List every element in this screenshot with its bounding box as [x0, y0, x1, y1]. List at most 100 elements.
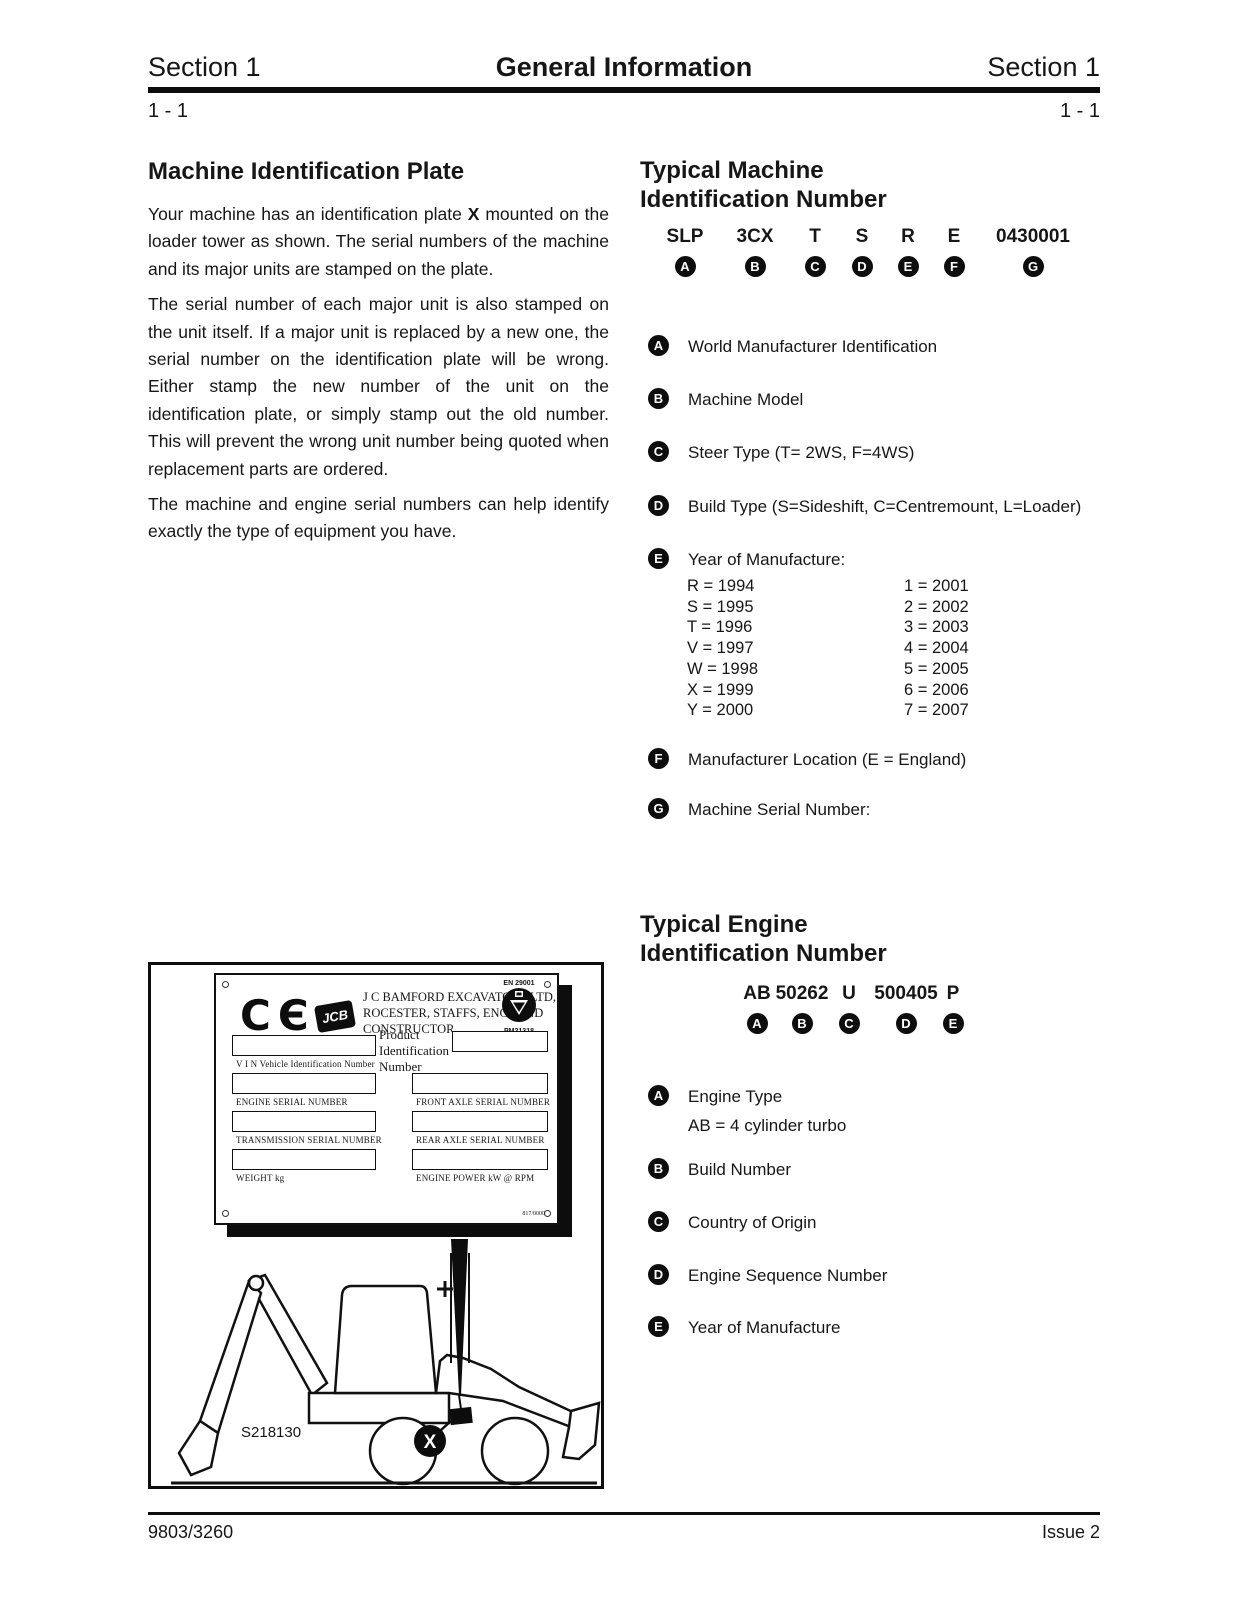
legend-item-d: D Build Type (S=Sideshift, C=Centremount,… [648, 495, 1108, 517]
key-badge-f: F [943, 256, 965, 277]
year-code: S = 1995 [687, 597, 754, 616]
key-badge-a: A [746, 1013, 768, 1034]
key-badge-c: C [804, 256, 826, 277]
page-footer: 9803/3260 Issue 2 [148, 1522, 1100, 1543]
key-badge-g: G [1022, 256, 1044, 277]
right-column: Typical Machine Identification Number SL… [640, 152, 1110, 1482]
front-axle-box [412, 1073, 548, 1094]
rear-axle-box [412, 1111, 548, 1132]
engine-serial-label: ENGINE SERIAL NUMBER [236, 1097, 348, 1107]
item-text: Country of Origin [688, 1213, 817, 1232]
plate-part-number: 817/0000 [522, 1211, 545, 1217]
serial-segment: E [947, 226, 961, 247]
footer-rule [148, 1512, 1100, 1515]
item-text: Engine Type [688, 1087, 783, 1106]
item-badge: F [648, 748, 669, 769]
item-badge: E [648, 1316, 669, 1337]
year-code: Y = 2000 [687, 701, 754, 720]
product-id-box [452, 1031, 548, 1052]
paragraph-1-text: Your machine has an identification plate [148, 204, 468, 224]
item-text: Year of Manufacture: [688, 550, 846, 569]
screw-hole [222, 981, 229, 988]
ce-mark-icon: CЄ [240, 991, 316, 1040]
year-code: 2 = 2002 [904, 597, 969, 616]
serial-segment: R [901, 226, 915, 247]
year-code: T = 1996 [687, 618, 753, 637]
screw-hole [222, 1210, 229, 1217]
engine-item-a: A Engine Type AB = 4 cylinder turbo [648, 1085, 1108, 1136]
year-code: X = 1999 [687, 680, 754, 699]
front-axle-label: FRONT AXLE SERIAL NUMBER [416, 1097, 551, 1107]
weight-label: WEIGHT kg [236, 1173, 285, 1183]
item-text: Build Type (S=Sideshift, C=Centremount, … [688, 497, 1082, 516]
identification-plate-figure: X S218130 CЄ JCB J C BAMFORD EXCAVATORS … [148, 962, 604, 1489]
year-code: 1 = 2001 [904, 577, 969, 595]
figure-code: S218130 [241, 1424, 301, 1441]
key-badge-a: A [674, 256, 696, 277]
screw-hole [544, 981, 551, 988]
plate-pointer [451, 1239, 468, 1395]
mounted-plate [449, 1406, 473, 1426]
key-badge-e: E [897, 256, 919, 277]
page-title: General Information [495, 52, 753, 82]
year-code: 6 = 2006 [904, 680, 969, 699]
key-badge-b: B [744, 256, 766, 277]
year-code: R = 1994 [687, 577, 755, 595]
serial-segment: T [809, 226, 821, 247]
product-id-label: Product Identification Number [379, 1027, 450, 1074]
item-text: Manufacturer Location (E = England) [688, 750, 967, 769]
jcb-logo: JCB [313, 999, 357, 1034]
year-code: W = 1998 [687, 659, 759, 678]
paragraph-2: The serial number of each major unit is … [148, 294, 609, 479]
cert-standard: EN 29001 [503, 980, 535, 987]
legend-item-b: B Machine Model [648, 388, 1108, 410]
item-text: World Manufacturer Identification [688, 337, 938, 356]
vin-label: V I N Vehicle Identification Number [236, 1059, 375, 1069]
item-text: Year of Manufacture [688, 1318, 841, 1337]
publication-number: 9803/3260 [148, 1522, 234, 1542]
paragraph-1-text-cont: mounted on the loader tower as shown. Th… [148, 204, 609, 279]
key-badge-c: C [838, 1013, 860, 1034]
paragraph-3: The machine and engine serial numbers ca… [148, 494, 609, 542]
year-code: V = 1997 [687, 639, 754, 658]
key-badge-d: D [895, 1013, 917, 1034]
item-badge: A [648, 1085, 669, 1106]
page-number-right: 1 - 1 [1059, 100, 1100, 122]
page-number-left: 1 - 1 [148, 100, 189, 122]
kitemark-icon [502, 988, 536, 1022]
weight-box [232, 1149, 376, 1170]
year-code: 4 = 2004 [904, 639, 969, 658]
item-subtext: AB = 4 cylinder turbo [688, 1116, 847, 1135]
serial-segment: 0430001 [996, 226, 1070, 247]
year-codes-column-2: 1 = 2001 2 = 2002 3 = 2003 4 = 2004 5 = … [904, 576, 969, 721]
item-badge: C [648, 441, 669, 462]
identification-plate: CЄ JCB J C BAMFORD EXCAVATORS LTD, ROCES… [214, 973, 559, 1225]
engine-power-label: ENGINE POWER kW @ RPM [416, 1173, 535, 1183]
header-section-left: Section 1 [148, 52, 261, 82]
year-codes-column-1: R = 1994 S = 1995 T = 1996 V = 1997 W = … [687, 576, 758, 721]
left-column: Machine Identification Plate Your machin… [148, 158, 609, 554]
legend-item-f: F Manufacturer Location (E = England) [648, 748, 1108, 770]
serial-segment: 500405 [874, 983, 938, 1004]
callout-x-reference: X [467, 204, 480, 224]
vin-box [232, 1035, 376, 1056]
machine-plate-heading: Machine Identification Plate [148, 158, 465, 185]
item-badge: B [648, 388, 669, 409]
item-text: Machine Model [688, 390, 804, 409]
item-badge: D [648, 1264, 669, 1285]
item-badge: D [648, 495, 669, 516]
machine-id-heading: Typical Machine Identification Number [640, 157, 887, 213]
transmission-serial-box [232, 1111, 376, 1132]
engine-serial-box [232, 1073, 376, 1094]
item-text: Steer Type (T= 2WS, F=4WS) [688, 443, 915, 462]
page-number-row: 1 - 1 1 - 1 [148, 100, 1100, 123]
issue-number: Issue 2 [1041, 1522, 1100, 1542]
serial-segment: 50262 [775, 983, 829, 1004]
front-wheel [480, 1416, 550, 1486]
item-badge: G [648, 798, 669, 819]
